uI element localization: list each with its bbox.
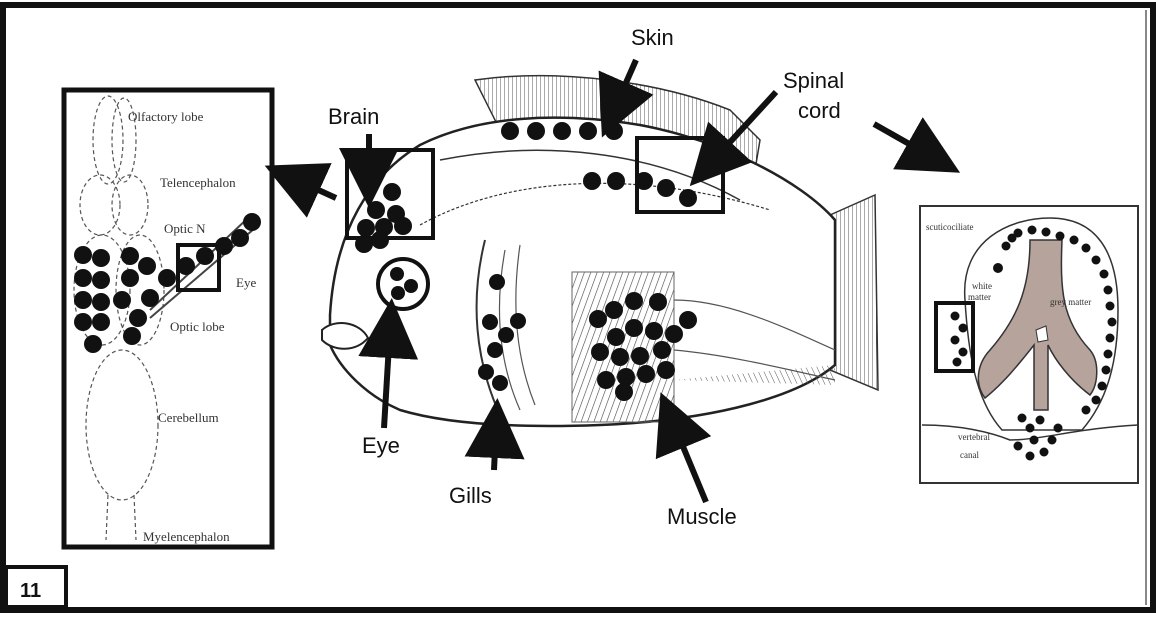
label-grey-matter: grey matter [1050, 297, 1091, 307]
arrow-to-brain-panel [292, 178, 336, 198]
label-gills: Gills [449, 483, 492, 508]
label-spinal: Spinal [783, 68, 844, 93]
label-optic-n: Optic N [164, 221, 206, 236]
label-olfactory-lobe: Olfactory lobe [128, 109, 204, 124]
label-brain: Brain [328, 104, 379, 129]
spinal-cord-panel: scuticociliate white matter grey matter … [920, 206, 1138, 483]
arrow-to-spinal-panel [874, 124, 934, 158]
tail-fin [830, 195, 878, 390]
label-matter: matter [968, 292, 991, 302]
brain-panel: Olfactory lobe Telencephalon Optic N Eye… [64, 90, 272, 547]
label-muscle: Muscle [667, 504, 737, 529]
label-cerebellum: Cerebellum [158, 410, 219, 425]
label-eye-brain-panel: Eye [236, 275, 256, 290]
label-telencephalon: Telencephalon [160, 175, 236, 190]
label-canal: canal [960, 450, 979, 460]
arrow-gills [494, 428, 496, 470]
arrow-muscle [672, 420, 706, 502]
label-eye: Eye [362, 433, 400, 458]
label-white: white [972, 281, 992, 291]
fish-eye [378, 259, 428, 309]
figure-number: 11 [20, 580, 41, 602]
label-myelencephalon: Myelencephalon [143, 529, 230, 544]
label-optic-lobe: Optic lobe [170, 319, 225, 334]
figure-number-box: 11 [6, 567, 66, 607]
fish-drawing [322, 76, 878, 426]
label-vertebral: vertebral [958, 432, 990, 442]
label-skin: Skin [631, 25, 674, 50]
label-scuticociliate: scuticociliate [926, 222, 973, 232]
label-cord: cord [798, 98, 841, 123]
